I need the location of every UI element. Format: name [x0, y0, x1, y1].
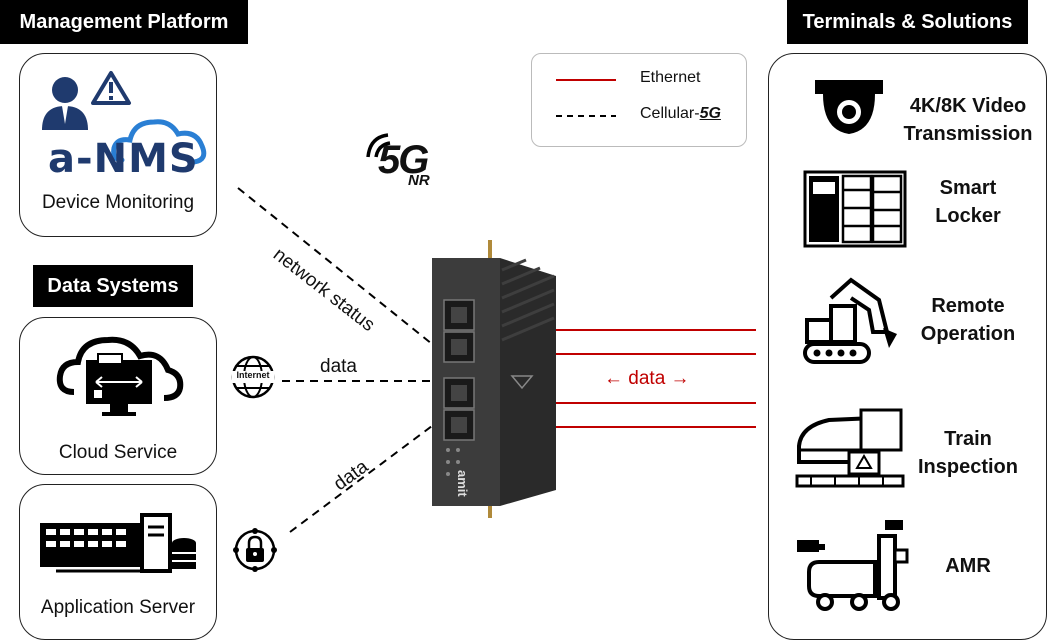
5g-signal-icon — [366, 133, 391, 158]
legend-cellular-prefix: Cellular- — [640, 105, 700, 122]
cloud-service-box: Cloud Service — [19, 317, 217, 475]
legend-cellular-5g: 5G — [699, 105, 721, 122]
5g-badge: 5G — [378, 138, 429, 182]
terminal-train-line1: Train — [944, 428, 992, 450]
nms-cloud-icon — [111, 119, 207, 165]
smart-locker-icon — [803, 170, 907, 248]
terminal-video-line1: 4K/8K Video — [909, 95, 1027, 117]
legend-ethernet-swatch — [556, 79, 616, 81]
terminal-data-label: ← data → — [604, 368, 690, 390]
legend-cellular-swatch — [556, 115, 616, 117]
terminal-remote-line1: Remote — [931, 295, 1005, 317]
cloud-service-label: Cloud Service — [58, 442, 178, 463]
terminal-locker-line1: Smart — [939, 177, 997, 199]
device-monitoring-box: a-NMS Device Monitoring — [19, 53, 217, 237]
amr-robot-icon — [797, 520, 909, 611]
terminal-label-amr: AMR — [909, 552, 1027, 580]
terminal-remote-line2: Operation — [920, 323, 1016, 345]
nms-logo-text: a-NMS — [48, 136, 199, 182]
server-data-line — [289, 425, 433, 533]
application-server-box: Application Server — [19, 484, 217, 640]
terminal-label-locker: Smart Locker — [909, 174, 1027, 230]
terminal-locker-line2: Locker — [935, 205, 1001, 227]
legend: Ethernet Cellular-5G — [531, 53, 747, 147]
terminal-train-line2: Inspection — [917, 456, 1018, 478]
internet-globe-icon — [231, 355, 275, 399]
terminals-box: 4K/8K Video Transmission Smart Locker Re… — [768, 53, 1047, 640]
terminals-solutions-header: Terminals & Solutions — [787, 0, 1028, 44]
5g-nr-label: NR — [408, 172, 430, 189]
router-device — [432, 240, 556, 518]
cloud-computer-icon — [56, 336, 184, 416]
internet-globe-text: Internet — [236, 370, 270, 380]
server-rack-icon — [40, 513, 196, 573]
train-icon — [795, 408, 905, 488]
device-brand-label: amit — [455, 470, 470, 497]
legend-ethernet-label: Ethernet — [640, 69, 701, 86]
cloud-data-label: data — [320, 356, 357, 377]
device-monitoring-label: Device Monitoring — [41, 192, 195, 213]
terminal-label-video: 4K/8K Video Transmission — [893, 92, 1043, 148]
terminal-video-line2: Transmission — [903, 123, 1033, 145]
terminal-label-train: Train Inspection — [909, 425, 1027, 481]
legend-cellular-label: Cellular-5G — [640, 105, 721, 123]
network-status-line — [237, 187, 433, 345]
excavator-icon — [803, 277, 897, 364]
data-systems-header: Data Systems — [33, 265, 193, 307]
dome-camera-icon — [815, 80, 883, 134]
terminal-amr-line1: AMR — [945, 555, 991, 577]
application-server-label: Application Server — [40, 597, 196, 618]
terminal-label-remote: Remote Operation — [909, 292, 1027, 348]
left-arrow-icon: ← — [604, 368, 623, 389]
user-icon — [42, 77, 88, 130]
security-lock-icon — [233, 528, 277, 572]
right-arrow-icon: → — [670, 368, 690, 389]
management-platform-header: Management Platform — [0, 0, 248, 44]
terminal-data-text: data — [628, 368, 666, 389]
warning-icon — [91, 71, 131, 105]
